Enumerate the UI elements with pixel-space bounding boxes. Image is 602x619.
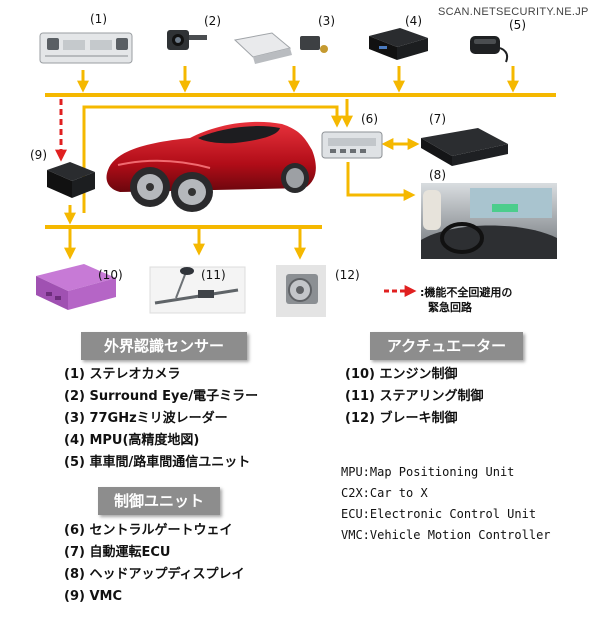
steering-system-image [149, 266, 246, 314]
list-item: (5) 車車間/路車間通信ユニット [64, 455, 251, 470]
list-item: (2) Surround Eye/電子ミラー [64, 389, 259, 404]
mpu-image [369, 28, 428, 60]
abbreviation-list: MPU:Map Positioning Unit C2X:Car to X EC… [341, 462, 551, 546]
list-item: (6) セントラルゲートウェイ [64, 523, 233, 538]
label-2: (2) [204, 14, 221, 28]
label-7: (7) [429, 112, 446, 126]
list-item: (3) 77GHzミリ波レーダー [64, 411, 228, 426]
label-9: (9) [30, 148, 47, 162]
label-6: (6) [361, 112, 378, 126]
label-5: (5) [509, 18, 526, 32]
head-up-display-image [421, 183, 557, 259]
label-12: (12) [335, 268, 360, 282]
abbreviation-item: MPU:Map Positioning Unit [341, 465, 515, 479]
actuator-drop-lines [64, 229, 306, 260]
control-list: (6) セントラルゲートウェイ (7) 自動運転ECU (8) ヘッドアップディ… [64, 520, 245, 608]
list-item: (8) ヘッドアップディスプレイ [64, 567, 245, 582]
vmc-image [47, 162, 95, 198]
legend-line-2: 緊急回路 [428, 301, 472, 314]
label-11: (11) [201, 268, 226, 282]
red-concept-car-image [106, 121, 316, 212]
watermark: SCAN.NETSECURITY.NE.JP [438, 6, 589, 18]
label-1: (1) [90, 12, 107, 26]
label-3: (3) [318, 14, 335, 28]
abbreviation-item: ECU:Electronic Control Unit [341, 507, 537, 521]
sensor-drop-lines [77, 66, 519, 93]
actuators-header: アクチュエーター [370, 332, 523, 360]
comm-unit-image [470, 36, 509, 63]
list-item: (11) ステアリング制御 [345, 389, 484, 404]
radar-image [233, 32, 328, 64]
list-item: (1) ステレオカメラ [64, 367, 181, 382]
brake-unit-image [276, 265, 326, 317]
list-item: (4) MPU(高精度地図) [64, 433, 200, 448]
central-gateway-image [321, 131, 383, 159]
actuators-list: (10) エンジン制御 (11) ステアリング制御 (12) ブレーキ制御 [345, 364, 484, 430]
abbreviation-item: VMC:Vehicle Motion Controller [341, 528, 551, 542]
emergency-legend: :機能不全回避用の 緊急回路 [420, 285, 512, 315]
control-header: 制御ユニット [98, 487, 220, 515]
surround-eye-camera-image [167, 30, 207, 50]
list-item: (10) エンジン制御 [345, 367, 458, 382]
autonomous-ecu-image [421, 128, 508, 166]
legend-line-1: :機能不全回避用の [420, 286, 513, 299]
engine-ecu-image [36, 264, 116, 310]
gateway-connectors [64, 99, 420, 225]
list-item: (9) VMC [64, 589, 122, 604]
stereo-camera-image [39, 32, 133, 64]
sensors-header: 外界認識センサー [81, 332, 247, 360]
label-4: (4) [405, 14, 422, 28]
label-10: (10) [98, 268, 123, 282]
abbreviation-item: C2X:Car to X [341, 486, 428, 500]
label-8: (8) [429, 168, 446, 182]
sensors-list: (1) ステレオカメラ (2) Surround Eye/電子ミラー (3) 7… [64, 364, 258, 474]
list-item: (7) 自動運転ECU [64, 545, 171, 560]
list-item: (12) ブレーキ制御 [345, 411, 458, 426]
